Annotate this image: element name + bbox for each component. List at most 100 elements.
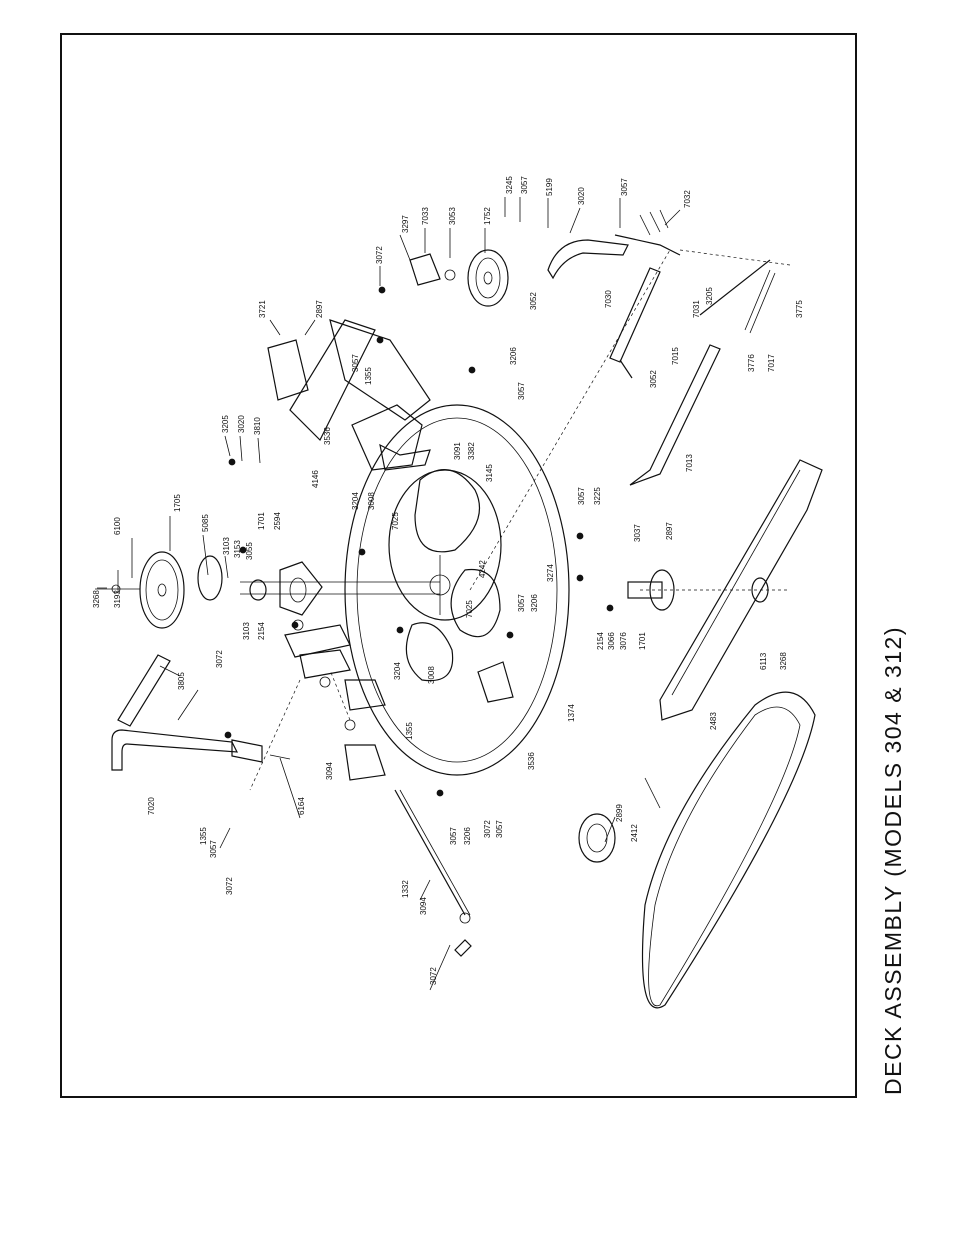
part-label: 1701	[257, 512, 266, 530]
part-label: 3205	[221, 415, 230, 433]
diagram-frame	[60, 33, 857, 1098]
part-label: 3066	[607, 632, 616, 650]
part-label: 3805	[177, 672, 186, 690]
part-label: 4242	[478, 560, 487, 578]
part-label: 3052	[529, 292, 538, 310]
part-label: 2897	[315, 300, 324, 318]
part-label: 7020	[147, 797, 156, 815]
part-label: 3193	[113, 590, 122, 608]
part-label: 3382	[467, 442, 476, 460]
part-label: 7017	[767, 354, 776, 372]
part-label: 3205	[705, 287, 714, 305]
part-label: 3037	[633, 524, 642, 542]
part-label: 3268	[779, 652, 788, 670]
part-label: 3268	[92, 590, 101, 608]
part-label: 7013	[685, 454, 694, 472]
part-label: 3052	[649, 370, 658, 388]
part-label: 3204	[393, 662, 402, 680]
part-label: 1332	[401, 880, 410, 898]
part-label: 1701	[638, 632, 647, 650]
part-label: 2899	[615, 804, 624, 822]
part-label: 6113	[759, 652, 768, 670]
part-label: 3103	[222, 537, 231, 555]
part-label: 2154	[596, 632, 605, 650]
part-label: 7030	[604, 290, 613, 308]
part-number-labels: 3268 3193 6100 1705 5085 3103 3153 3055 …	[92, 176, 804, 985]
part-label: 5199	[545, 178, 554, 196]
part-label: 1355	[364, 367, 373, 385]
part-label: 3206	[509, 347, 518, 365]
part-label: 3775	[795, 300, 804, 318]
part-label: 3055	[245, 542, 254, 560]
part-label: 3020	[577, 187, 586, 205]
part-label: 3072	[483, 820, 492, 838]
part-label: 3057	[351, 354, 360, 372]
part-label: 1374	[567, 704, 576, 722]
clutch-rods	[469, 249, 791, 591]
part-label: 3810	[253, 417, 262, 435]
part-label: 1355	[405, 722, 414, 740]
part-label: 7031	[692, 300, 701, 318]
idler-arm	[547, 209, 681, 280]
rear-lift-rod	[394, 789, 472, 957]
part-label: 3103	[242, 622, 251, 640]
lift-links	[249, 619, 386, 791]
belt-guard-washer	[578, 813, 616, 863]
part-label: 3297	[401, 215, 410, 233]
part-label: 3153	[233, 540, 242, 558]
part-label: 3206	[463, 827, 472, 845]
part-label: 3274	[546, 564, 555, 582]
part-label: 3094	[419, 897, 428, 915]
deck-belt	[641, 691, 816, 1009]
height-adjust-handle	[111, 654, 291, 771]
part-label: 5085	[201, 514, 210, 532]
part-label: 3020	[237, 415, 246, 433]
part-label: 3721	[258, 300, 267, 318]
part-label: 6100	[113, 517, 122, 535]
part-label: 2897	[665, 522, 674, 540]
deflector-shield	[267, 319, 431, 442]
part-label: 3091	[453, 442, 462, 460]
part-label: 3057	[209, 840, 218, 858]
part-label: 3008	[367, 492, 376, 510]
part-label: 3072	[375, 246, 384, 264]
part-label: 2154	[257, 622, 266, 640]
part-label: 3053	[448, 207, 457, 225]
part-label: 1752	[483, 207, 492, 225]
part-label: 3057	[449, 827, 458, 845]
part-label: 3536	[323, 427, 332, 445]
part-label: 3536	[527, 752, 536, 770]
part-label: 3057	[577, 487, 586, 505]
engine-pulley	[95, 551, 185, 629]
part-label: 6164	[297, 797, 306, 815]
part-label: 2412	[630, 824, 639, 842]
part-label: 3204	[351, 492, 360, 510]
part-label: 7025	[391, 512, 400, 530]
part-label: 1705	[173, 494, 182, 512]
part-label: 2594	[273, 512, 282, 530]
part-label: 3057	[495, 820, 504, 838]
part-label: 1355	[199, 827, 208, 845]
part-label: 3008	[427, 666, 436, 684]
deck-housing	[344, 404, 570, 776]
part-label: 4146	[311, 470, 320, 488]
part-label: 3057	[517, 594, 526, 612]
part-label: 3145	[485, 464, 494, 482]
part-label: 3245	[505, 176, 514, 194]
spindle-assembly	[197, 555, 440, 616]
part-label: 3072	[215, 650, 224, 668]
leader-lines	[97, 197, 681, 991]
part-label: 3225	[593, 487, 602, 505]
deck-baffle-plates	[351, 404, 514, 703]
part-label: 7032	[683, 190, 692, 208]
part-label: 3076	[619, 632, 628, 650]
idler-pulley	[409, 249, 509, 307]
fasteners	[224, 286, 614, 797]
blade	[627, 459, 823, 721]
part-label: 7033	[421, 207, 430, 225]
part-label: 3057	[517, 382, 526, 400]
part-label: 3072	[225, 877, 234, 895]
part-label: 3094	[325, 762, 334, 780]
